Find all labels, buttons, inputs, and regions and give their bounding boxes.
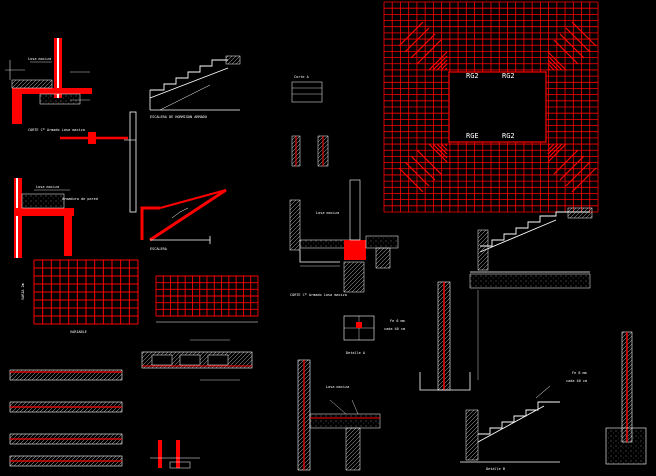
diagonal-bar [547,67,551,71]
diagonal-bar [547,55,563,71]
diagonal-bar [547,143,563,159]
diagonal-bar [410,155,436,181]
slab-wall-detail-4: Losa maciza [297,359,381,471]
diagonal-bar [398,21,424,47]
cada-label-2: cada 40 cm [566,379,587,383]
grid-opening [448,71,547,143]
small-red-detail [150,440,200,469]
diagonal-bar [440,143,448,151]
rebar-grid-large [383,1,599,213]
diagonal-bar [404,27,430,53]
diagonal-bar [547,143,567,163]
diagonal-bar [565,161,591,187]
diagonal-bar [571,21,597,47]
diagonal-bar [547,143,551,147]
diagonal-bar [404,161,430,187]
slab-wall-detail-3: Losa maciza CORTE Cº Armado Losa maciza [289,179,399,297]
diagonal-bar [444,67,448,71]
diagonal-bar [436,59,448,71]
slab-label-1: Losa maciza [28,57,51,61]
grid-left-label: VARIA 2m [21,283,25,300]
diagonal-bar [410,33,436,59]
diagonal-bar [440,63,448,71]
slab-blocks-section [141,339,253,381]
center-small-details: Corte A [291,75,329,167]
beam-bar-detail [60,111,137,213]
diagonal-bar [571,167,597,193]
stair-section-2 [469,207,593,289]
beam-strips-bottom-left [9,369,123,467]
stair-section-3: Detalle B [460,385,560,471]
grid-bottom-label: VARIABLE [70,330,87,334]
diagonal-bar [436,143,448,155]
slab-label-3: Losa maciza [326,385,349,389]
diagonal-bar [565,27,591,53]
column-detail-2: Fe 8 mm cada 40 cm [566,331,647,465]
stair-section-1: ESCALERA DE HORMIGON ARMADO [149,55,241,119]
wall-slab-detail-2: Losa maciza Armadura de pared [14,178,98,258]
slab-label-2: Losa maciza [316,211,339,215]
fe-label-1: Fe 6 mm [390,319,405,323]
corte-label-2: CORTE Cº Armado Losa maciza [290,293,347,297]
cada-label-1: cada 40 cm [384,327,405,331]
rg-label-tl: RG2 [466,72,479,80]
diagonal-bar [547,143,559,155]
diagonal-bar [547,51,567,71]
corte-label-1: CORTE Cº Armado Losa maciza [28,128,85,132]
stair-section-red: ESCALERA [140,188,227,251]
detail-a-label: Detalle A [346,351,366,355]
fe-label-2: Fe 8 mm [572,371,587,375]
rg-label-tr: RG2 [502,72,515,80]
beam-label: Losa maciza [36,185,59,189]
diagonal-bar [547,63,555,71]
detail-b-label: Detalle B [486,467,505,471]
diagonal-bar [428,51,448,71]
diagonal-bar [559,155,585,181]
diagonal-bar [553,149,579,175]
rg-label-bl: RGE [466,132,479,140]
mid-label: Corte A [294,75,310,79]
slab-wall-detail-1: Losa maciza CORTE Cº Armado Losa maciza [5,38,92,132]
stair-label-red: ESCALERA [150,247,168,251]
diagonal-bar [553,39,579,65]
diagonal-bar [398,167,424,193]
column-detail-1: Fe 6 mm cada 40 cm [384,281,479,391]
diagonal-bar [559,33,585,59]
rebar-grid-small [155,275,259,317]
rebar-grid-left [33,259,139,325]
armadura-label: Armadura de pared [62,197,98,201]
rg-label-br: RG2 [502,132,515,140]
diagonal-bar [547,59,559,71]
diagonal-bar [444,143,448,147]
grid-opening-labels: RG2 RG2 RGE RG2 [466,72,515,140]
small-section-detail: Detalle A [343,315,375,355]
diagonal-bar [428,143,448,163]
diagonal-bar [416,39,442,65]
stair-label-1: ESCALERA DE HORMIGON ARMADO [150,115,207,119]
diagonal-bar [432,143,448,159]
diagonal-bar [416,149,442,175]
diagonal-bar [432,55,448,71]
diagonal-bar [547,143,555,151]
